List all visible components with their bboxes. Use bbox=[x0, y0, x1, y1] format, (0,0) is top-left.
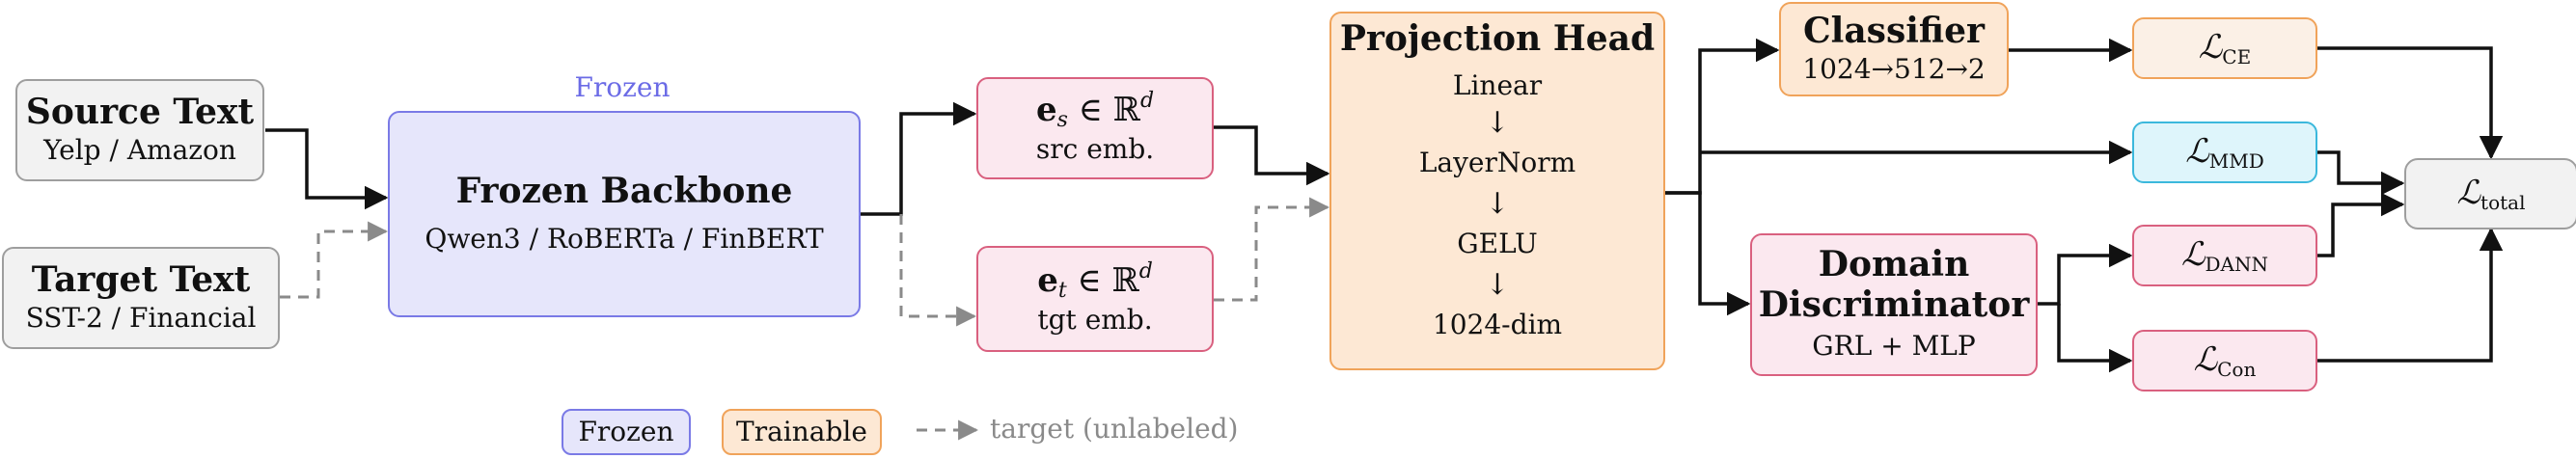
classifier-title: Classifier bbox=[1803, 11, 1985, 52]
arrow-ce-to-total bbox=[2317, 46, 2504, 160]
classifier-sub: 1024→512→2 bbox=[1802, 52, 1986, 85]
discriminator-title-line1: Domain bbox=[1818, 244, 1970, 285]
projection-step-gelu: GELU bbox=[1457, 228, 1538, 260]
domain-discriminator-node: Domain Discriminator GRL + MLP bbox=[1750, 233, 2038, 376]
projection-head-node: Projection Head Linear ↓ LayerNorm ↓ GEL… bbox=[1329, 12, 1665, 370]
discriminator-title-line2: Discriminator bbox=[1758, 284, 2030, 325]
source-text-sub: Yelp / Amazon bbox=[43, 133, 236, 166]
projection-step-linear: Linear bbox=[1452, 69, 1543, 102]
discriminator-sub: GRL + MLP bbox=[1812, 330, 1976, 363]
loss-mmd-label: ℒMMD bbox=[2185, 132, 2264, 173]
dashed-backbone-to-tgt-emb bbox=[899, 214, 977, 327]
down-arrow-icon: ↓ bbox=[1485, 106, 1510, 141]
target-text-node: Target Text SST-2 / Financial bbox=[2, 247, 280, 349]
dashed-tgt-emb-to-projection bbox=[1214, 197, 1330, 302]
loss-ce-label: ℒCE bbox=[2198, 28, 2252, 68]
src-embedding-math: es ∈ ℝd bbox=[1035, 89, 1155, 133]
down-arrow-icon: ↓ bbox=[1485, 187, 1510, 222]
legend-frozen-label: Frozen bbox=[578, 415, 674, 447]
src-embedding-node: es ∈ ℝd src emb. bbox=[976, 77, 1214, 179]
arrow-projection-to-discriminator bbox=[1665, 191, 1751, 316]
legend-target-label: target (unlabeled) bbox=[990, 413, 1239, 445]
frozen-backbone-node: Frozen Backbone Qwen3 / RoBERTa / FinBER… bbox=[388, 111, 861, 317]
loss-con-label: ℒCon bbox=[2193, 340, 2257, 381]
arrow-con-to-total bbox=[2317, 227, 2504, 363]
dashed-target-to-backbone bbox=[280, 221, 389, 299]
arrow-dann-to-total bbox=[2317, 192, 2405, 257]
target-text-sub: SST-2 / Financial bbox=[25, 301, 257, 334]
loss-total-node: ℒtotal bbox=[2404, 158, 2576, 230]
arrow-mmd-to-total bbox=[2317, 150, 2405, 196]
tgt-embedding-math: et ∈ ℝd bbox=[1037, 259, 1153, 304]
loss-con-node: ℒCon bbox=[2132, 330, 2317, 392]
legend-trainable-label: Trainable bbox=[736, 415, 867, 447]
frozen-caption: Frozen bbox=[574, 71, 671, 103]
projection-step-layernorm: LayerNorm bbox=[1418, 147, 1576, 179]
tgt-embedding-sub: tgt emb. bbox=[1037, 304, 1153, 337]
loss-dann-node: ℒDANN bbox=[2132, 225, 2317, 286]
source-text-node: Source Text Yelp / Amazon bbox=[15, 79, 264, 181]
backbone-title: Frozen Backbone bbox=[455, 171, 793, 212]
classifier-node: Classifier 1024→512→2 bbox=[1779, 2, 2009, 96]
arrow-projection-to-classifier bbox=[1665, 38, 1780, 195]
projection-step-dim: 1024-dim bbox=[1432, 309, 1563, 341]
target-text-title: Target Text bbox=[31, 259, 251, 301]
loss-dann-label: ℒDANN bbox=[2181, 235, 2268, 276]
loss-total-label: ℒtotal bbox=[2456, 174, 2526, 214]
arrow-discriminator-to-con bbox=[2057, 304, 2133, 373]
arrow-source-to-backbone bbox=[265, 128, 389, 210]
arrow-discriminator-to-dann bbox=[2038, 243, 2133, 306]
arrow-src-emb-to-projection bbox=[1214, 125, 1330, 186]
arrow-backbone-to-src-emb bbox=[861, 101, 977, 216]
backbone-sub: Qwen3 / RoBERTa / FinBERT bbox=[425, 222, 824, 255]
projection-title: Projection Head bbox=[1339, 18, 1656, 59]
source-text-title: Source Text bbox=[25, 92, 255, 133]
loss-mmd-node: ℒMMD bbox=[2132, 122, 2317, 183]
src-embedding-sub: src emb. bbox=[1035, 133, 1155, 166]
legend-trainable: Trainable bbox=[722, 409, 882, 455]
down-arrow-icon: ↓ bbox=[1485, 268, 1510, 303]
legend-frozen: Frozen bbox=[562, 409, 691, 455]
tgt-embedding-node: et ∈ ℝd tgt emb. bbox=[976, 246, 1214, 352]
loss-ce-node: ℒCE bbox=[2132, 17, 2317, 79]
